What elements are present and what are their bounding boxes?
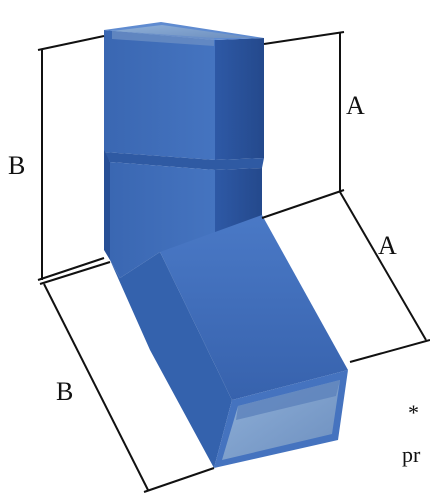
top-opening-wall: [112, 31, 214, 46]
upper-sleeve-side: [215, 38, 264, 160]
bend-shadow: [104, 150, 110, 260]
footnote-text: pr: [402, 442, 421, 467]
dimension-a-right-line: [339, 191, 427, 341]
footnote-asterisk: *: [408, 400, 419, 425]
dimension-a-top-tick-top: [263, 31, 345, 45]
sleeve-step: [104, 152, 264, 170]
dimension-b-bottom-tick-bottom: [143, 467, 215, 493]
dimension-a-right-tick-bottom: [349, 339, 430, 363]
lower-leg-front: [110, 252, 232, 468]
label-a-top: A: [346, 91, 365, 120]
dimension-lines: [37, 31, 430, 493]
top-opening-inner: [112, 25, 254, 38]
dimension-b-left-tick-top: [37, 35, 105, 51]
upper-sleeve-front: [104, 30, 215, 160]
lower-leg-top: [160, 215, 348, 400]
dimension-b-bottom-line: [43, 283, 149, 491]
dimension-b-left-tick-bottom: [37, 257, 105, 281]
dimension-b-bottom-tick-top: [39, 261, 111, 285]
label-b-left: B: [8, 151, 25, 180]
downspout-elbow: [104, 22, 348, 468]
bottom-opening-wall: [236, 380, 340, 420]
label-a-right: A: [378, 231, 397, 260]
label-b-bottom: B: [56, 377, 73, 406]
dimension-a-top-tick-bottom: [261, 189, 345, 219]
